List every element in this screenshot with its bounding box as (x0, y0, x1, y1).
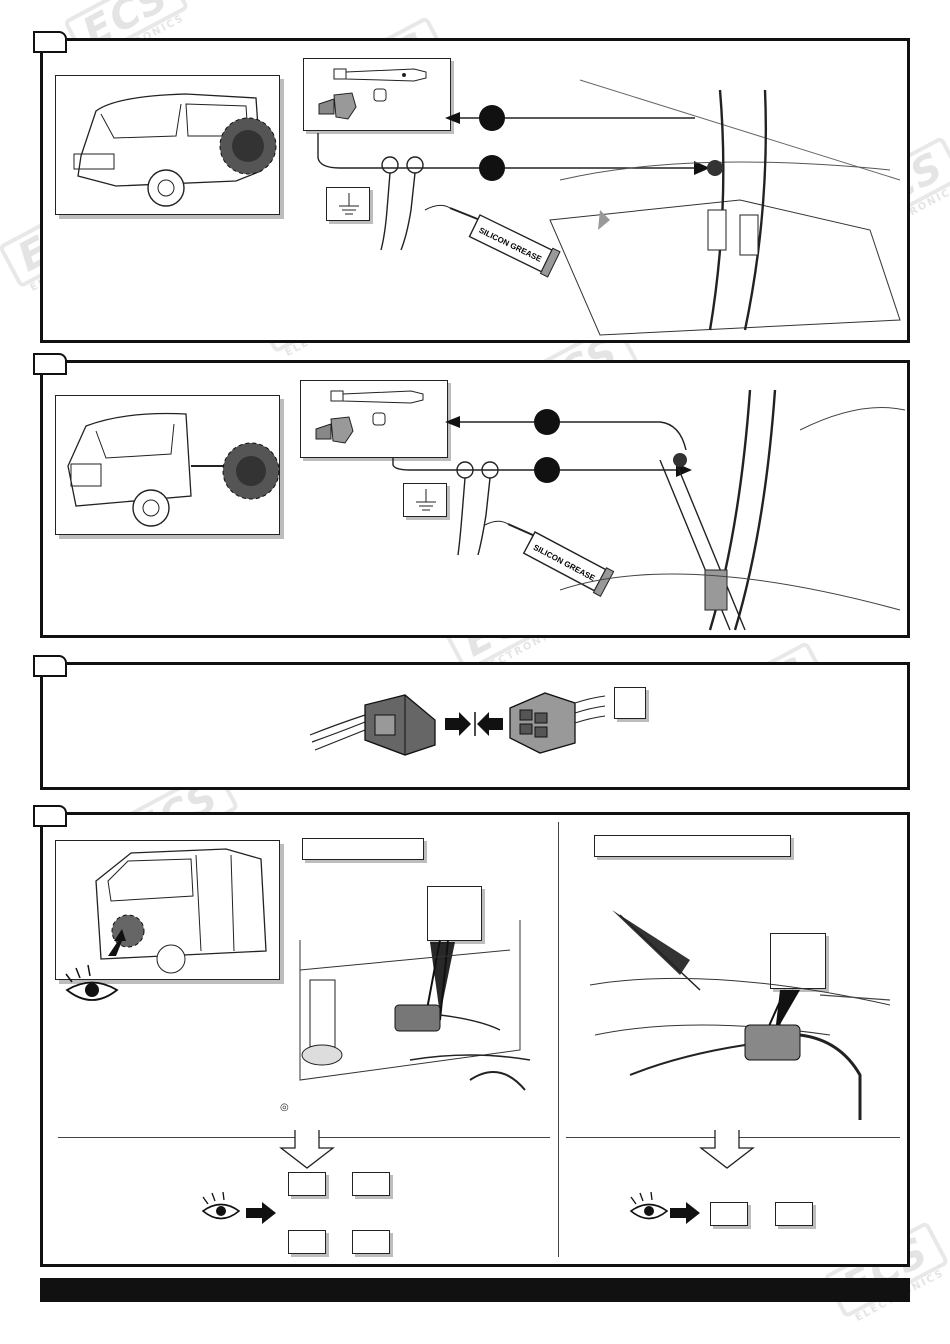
step-4-right-callout-box (770, 933, 826, 989)
footer-bar (40, 1278, 910, 1302)
step-4-number-tab (33, 805, 67, 827)
step-2-chassis-cab-thumbnail (55, 395, 280, 535)
step-4-left-result-box-3 (288, 1230, 326, 1254)
step-4-left-arrow-icon (246, 1202, 276, 1224)
step-4-left-title-box (302, 838, 424, 860)
step-1-ring-terminals (380, 156, 424, 251)
step-1-ground-symbol-box (326, 187, 370, 221)
step-4-left-result-box-4 (352, 1230, 390, 1254)
van-rear-illustration (95, 848, 267, 974)
wrench-and-bolt-illustration (315, 390, 424, 444)
step-4-divider-vertical (558, 822, 559, 1257)
step-4-left-eye-icon (201, 1191, 241, 1220)
chassis-cab-illustration (67, 412, 280, 527)
step-1-number-tab (33, 31, 67, 53)
step-1-vehicle-detail-drawing (549, 79, 901, 336)
step-4-right-down-arrow (699, 1130, 755, 1169)
step-1-van-thumbnail (55, 75, 280, 215)
step-2-silicon-grease-tube: SILICON GREASE (484, 520, 615, 597)
step-2-connector-lines (392, 409, 692, 483)
svg-text:◎: ◎ (280, 1102, 289, 1113)
ground-symbol-icon (339, 193, 359, 215)
step-4-right-result-box-2 (775, 1202, 813, 1226)
right-arrow-icon (445, 712, 471, 736)
step-2-ground-symbol-box (403, 483, 447, 517)
left-arrow-icon (477, 712, 503, 736)
step-4-van-rear-thumbnail (55, 840, 280, 980)
step-1-tool-box (303, 58, 451, 131)
step-4-left-result-box-2 (352, 1172, 390, 1196)
step-2-tool-box (300, 380, 448, 458)
step-4-right-result-box-1 (710, 1202, 748, 1226)
step-2-number-tab (33, 353, 67, 375)
up-arrow-icon (108, 929, 126, 956)
step-4-right-arrow-icon (670, 1202, 700, 1224)
step-1-silicon-grease-tube: SILICON GREASE (424, 204, 561, 278)
ground-symbol-icon (416, 489, 436, 511)
step-3-connector-plug-right (509, 692, 606, 754)
step-3-connector-plug-left (309, 694, 436, 756)
step-4-right-eye-icon (629, 1191, 669, 1220)
step-3-number-tab (33, 655, 67, 677)
step-3-reference-box (614, 687, 646, 719)
step-3-connect-arrows (445, 712, 503, 736)
step-2-chassis-detail-drawing (559, 389, 906, 631)
step-4-eye-icon-large (65, 964, 119, 1001)
wrench-and-bolt-illustration (318, 68, 427, 120)
step-4-left-result-box-1 (288, 1172, 326, 1196)
step-4-left-callout-box (427, 886, 482, 941)
van-front-illustration (73, 93, 277, 207)
step-4-left-detail-drawing: ◎ (280, 920, 531, 1113)
step-4-left-down-arrow (279, 1130, 335, 1169)
step-4-right-title-box (594, 835, 791, 857)
step-1-connector-lines (317, 105, 710, 181)
step-4-right-detail-drawing (589, 910, 891, 1120)
